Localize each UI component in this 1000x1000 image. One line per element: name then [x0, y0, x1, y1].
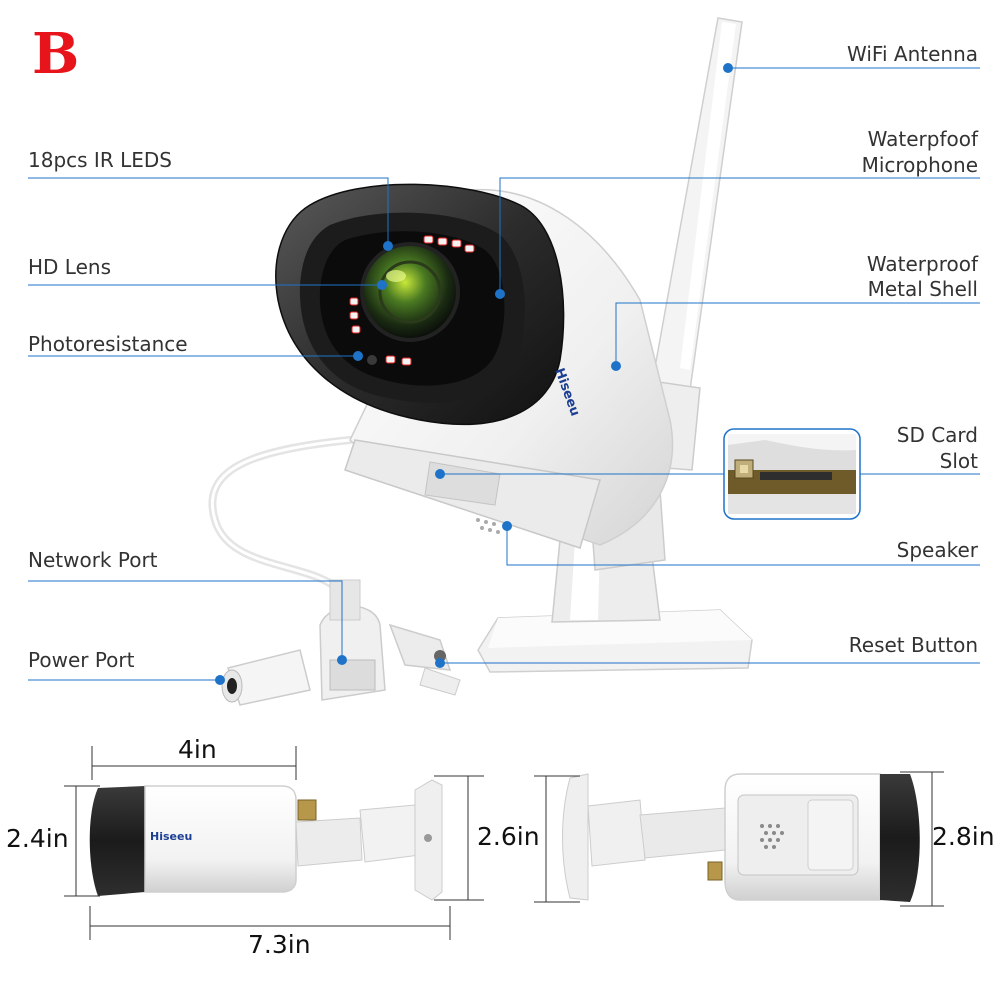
side-brand-logo: Hiseeu [150, 830, 192, 843]
dim-side-length: 4in [178, 735, 217, 764]
speaker-grille [476, 518, 500, 534]
cable [208, 436, 354, 604]
hd-lens [360, 242, 460, 342]
label-metal-shell-line2: Metal Shell [867, 277, 978, 301]
ir-leds [349, 235, 475, 366]
dim-side-height: 2.4in [6, 824, 69, 853]
label-photoresistance: Photoresistance [28, 332, 188, 356]
side-view: Hiseeu [89, 779, 443, 901]
dim-total-length: 7.3in [248, 930, 311, 959]
leader-lines [28, 67, 980, 681]
camera-main: Hiseeu [208, 17, 861, 706]
dim-mount-height: 2.6in [477, 822, 540, 851]
ports [221, 579, 461, 706]
rear-view [562, 773, 920, 902]
leader-dots [215, 63, 733, 685]
label-wifi-antenna: WiFi Antenna [847, 42, 978, 66]
dimension-lines [64, 746, 944, 940]
label-metal-shell-line1: Waterproof [866, 252, 978, 276]
label-sd-card-line1: SD Card [896, 423, 978, 447]
label-power-port: Power Port [28, 648, 135, 672]
label-ir-leds: 18pcs IR LEDS [28, 148, 172, 172]
photoresistor [367, 355, 377, 365]
sd-card-inset [723, 428, 861, 520]
label-microphone-line1: Waterpfoof [867, 127, 978, 151]
label-sd-card-line2: Slot [939, 449, 978, 473]
variant-badge: B [32, 21, 80, 87]
label-microphone-line2: Microphone [861, 153, 978, 177]
label-reset-button: Reset Button [848, 633, 978, 657]
label-speaker: Speaker [896, 538, 978, 562]
label-network-port: Network Port [28, 548, 158, 572]
label-hd-lens: HD Lens [28, 255, 111, 279]
dim-rear-height: 2.8in [932, 822, 995, 851]
